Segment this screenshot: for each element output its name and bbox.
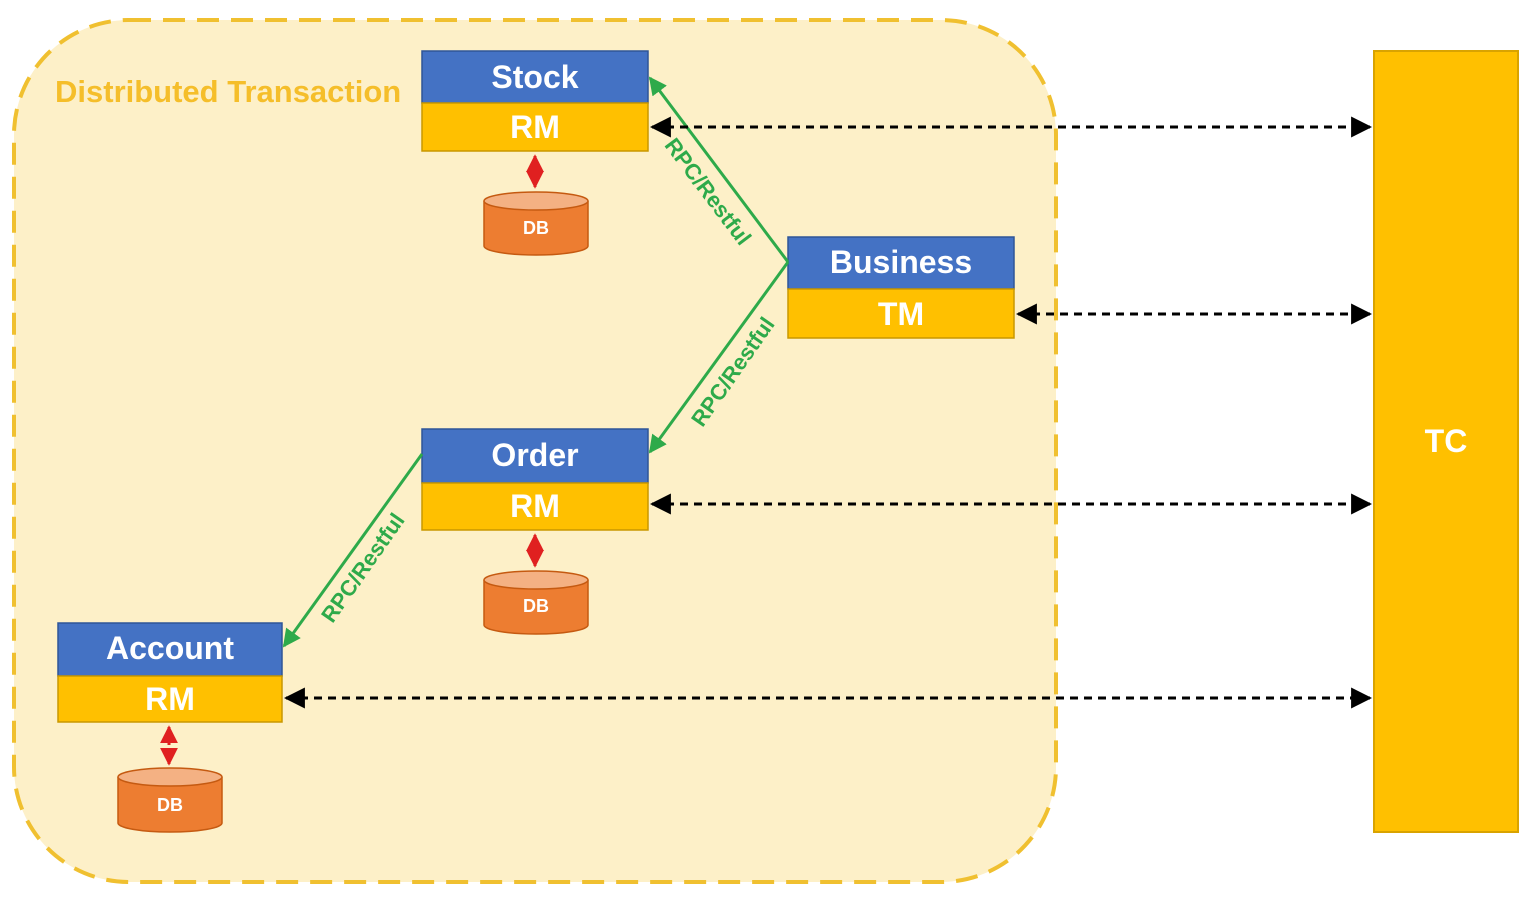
rpc-arrow-business-to-order — [648, 261, 790, 454]
rpc-arrow-order-to-account — [282, 453, 424, 648]
account-db-label: DB — [157, 795, 183, 815]
stock-service: Stock RM — [421, 50, 649, 152]
stock-db-label: DB — [523, 218, 549, 238]
order-title: Order — [491, 437, 578, 473]
business-role-bar — [787, 288, 1015, 339]
order-role: RM — [510, 488, 560, 524]
account-db-icon: DB — [117, 767, 223, 833]
account-service: Account RM — [57, 622, 283, 723]
account-title: Account — [106, 630, 234, 666]
tc-label: TC — [1425, 423, 1468, 459]
stock-role: RM — [510, 109, 560, 145]
region-label: Distributed Transaction — [55, 74, 401, 109]
business-title: Business — [830, 244, 972, 280]
order-role-bar — [421, 482, 649, 531]
business-role: TM — [878, 296, 924, 332]
rpc-arrow-business-to-stock — [648, 76, 790, 263]
order-db-label: DB — [523, 596, 549, 616]
order-service: Order RM — [421, 428, 649, 531]
account-role: RM — [145, 681, 195, 717]
business-service: Business TM — [787, 236, 1015, 339]
order-db-icon: DB — [483, 570, 589, 635]
stock-role-bar — [421, 102, 649, 152]
account-role-bar — [57, 675, 283, 723]
tc-box — [1373, 50, 1519, 833]
stock-db-icon: DB — [483, 191, 589, 256]
stock-title: Stock — [491, 59, 578, 95]
